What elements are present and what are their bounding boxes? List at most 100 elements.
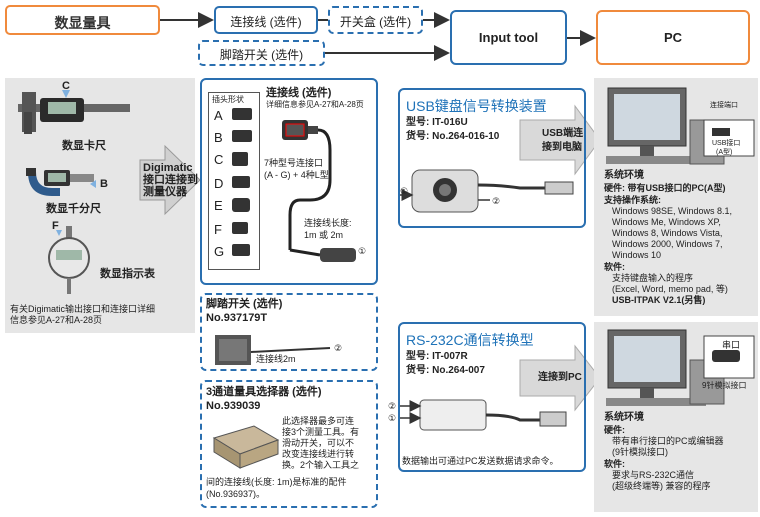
indicator-label: 数显指示表 [100, 268, 155, 280]
indicator-illustration [48, 226, 90, 294]
f-pointer [56, 230, 62, 236]
plug-shapes [232, 108, 252, 256]
rs-arrow-shape [519, 344, 601, 412]
selector-panel [200, 380, 378, 508]
pc-usb-os-4: Windows 2000, Windows 7, [612, 239, 723, 249]
pc-usb-sw-2: (Excel, Word, memo pad, 等) [612, 284, 728, 294]
footswitch-box-label: 脚踏开关 (选件) [219, 48, 304, 62]
rs232-circle-2: ② [388, 401, 397, 411]
plug-letter-a: A [214, 108, 223, 123]
caliper-illustration [18, 92, 130, 134]
letter-b: B [100, 178, 108, 190]
selector-desc-5: 换。2个输入工具之 [282, 460, 360, 470]
cable-panel [200, 78, 378, 285]
rs232-circle-1: ① [388, 413, 397, 423]
pc-rs-sw: 软件: [604, 459, 625, 469]
digimatic-line-3: 测量仪器 [143, 186, 187, 198]
usb-title: USB键盘信号转换装置 [406, 98, 547, 114]
pc-box: PC [596, 10, 750, 65]
selector-number: No.939039 [206, 400, 261, 412]
digimatic-line-2: 接口连接到 [143, 174, 198, 186]
plug-letter-e: E [214, 198, 223, 213]
usb-code: 货号: No.264-016-10 [406, 131, 500, 142]
footswitch-cable-len: 连接线2m [256, 354, 296, 364]
digimatic-arrow [139, 144, 201, 216]
pc-usb-hw: 硬件: 带有USB接口的PC(A型) [604, 183, 726, 193]
input-tool-label: Input tool [478, 30, 539, 45]
usb-arrow-text-1: USB端连 [542, 128, 584, 139]
cable-box: 连接线 (选件) [214, 6, 318, 34]
length-note-2: 1m 或 2m [304, 230, 344, 240]
footswitch-number: No.937179T [206, 312, 268, 324]
pc-rs-illustration [606, 329, 755, 406]
left-panel [5, 78, 195, 333]
rs232-arrow-text: 连接到PC [538, 372, 582, 383]
pc-rs-env-title: 系统环境 [604, 412, 644, 423]
letter-c: C [62, 80, 70, 92]
usb-port-label-3: (A型) [716, 149, 733, 156]
plug-shape-column [208, 92, 260, 270]
rs232-code: 货号: No.264-007 [406, 365, 485, 376]
selector-desc-4: 改变连接线进行转 [282, 449, 355, 459]
plug-letter-g: G [214, 244, 225, 259]
footswitch-box: 脚踏开关 (选件) [198, 40, 325, 66]
left-footnote-line-1: 有关Digimatic输出接口和连接口详细 [10, 304, 156, 314]
micrometer-label: 数显千分尺 [46, 203, 101, 215]
footswitch-title: 脚踏开关 (选件) [206, 298, 283, 310]
pc-box-label: PC [663, 30, 683, 45]
selector-title: 3通道量具选择器 (选件) [206, 386, 322, 398]
usb-panel [398, 88, 586, 228]
usb-arrow-text-2: 接到电脑 [542, 142, 582, 153]
rs-port-label: 串口 [722, 340, 741, 350]
usb-port-label-1: 连接端口 [710, 102, 738, 109]
selector-desc-tail-2: (No.936937)。 [206, 489, 266, 499]
rs232-title: RS-232C通信转换型 [406, 332, 534, 348]
pc-usb-sw: 软件: [604, 262, 625, 272]
usb-port-label-2: USB接口 [712, 140, 741, 147]
pc-rs-hw-1: 带有串行接口的PC或编辑器 [612, 436, 724, 446]
micrometer-illustration [26, 168, 94, 196]
pc-usb-os: 支持操作系统: [604, 195, 661, 205]
selector-desc: 此选择器最多可连 接3个测量工具。有 滑动开关，可以不 改变连接线进行转 换。2… [282, 416, 359, 471]
length-note-1: 连接线长度: [304, 218, 352, 228]
switchbox-box: 开关盒 (选件) [328, 6, 423, 34]
plug-letter-d: D [214, 176, 224, 191]
left-footnote: 有关Digimatic输出接口和连接口详细 信息参见A-27和A-28页 [10, 304, 155, 326]
rs232-model: 型号: IT-007R [406, 351, 468, 362]
selector-desc-2: 接3个测量工具。有 [282, 427, 360, 437]
footswitch-illustration [215, 335, 331, 365]
type-note-1: 7种型号连接口 [264, 158, 324, 168]
rs232-panel [398, 322, 586, 472]
c-pointer [62, 90, 70, 98]
usb-circle-2: ② [492, 196, 501, 206]
caliper-box: 数显量具 [5, 5, 160, 35]
cable-circle-1: ① [358, 246, 367, 256]
b-pointer [90, 180, 96, 188]
usb-circle-1: ① [400, 186, 409, 196]
pc-usb-sw-1: 支持键盘输入的程序 [612, 273, 694, 283]
usb-device-illustration [398, 169, 574, 213]
digimatic-arrow-text: Digimatic 接口连接到 测量仪器 [143, 162, 203, 198]
pc-usb-illustration [606, 87, 755, 165]
digimatic-line-1: Digimatic [143, 162, 193, 174]
pc-rs-hw-2: (9针模拟接口) [612, 447, 668, 457]
pc-usb-os-1: Windows 98SE, Windows 8.1, [612, 206, 733, 216]
left-footnote-line-2: 信息参见A-27和A-28页 [10, 315, 103, 325]
cable-plug-closeup [282, 120, 356, 262]
switchbox-box-label: 开关盒 (选件) [339, 15, 412, 29]
pc-rs-sw-2: (超级终端等) 兼容的程序 [612, 481, 711, 491]
pc-usb-os-5: Windows 10 [612, 250, 662, 260]
plug-letter-c: C [214, 152, 224, 167]
letter-f: F [52, 220, 59, 232]
caliper-box-label: 数显量具 [54, 15, 111, 31]
footswitch-circle-2: ② [334, 343, 343, 353]
cable-panel-subtitle: 详细信息参见A-27和A-28页 [266, 100, 364, 109]
selector-illustration [212, 425, 280, 469]
pc-usb-env: 系统环境 硬件: 带有USB接口的PC(A型) 支持操作系统: Windows … [604, 170, 754, 306]
pc-usb-sw-product: USB-ITPAK V2.1(另售) [612, 295, 706, 305]
pc-usb-os-2: Windows Me, Windows XP, [612, 217, 721, 227]
plug-letter-f: F [214, 222, 222, 237]
footswitch-panel [200, 293, 378, 371]
pc-rs-hw: 硬件: [604, 425, 625, 435]
